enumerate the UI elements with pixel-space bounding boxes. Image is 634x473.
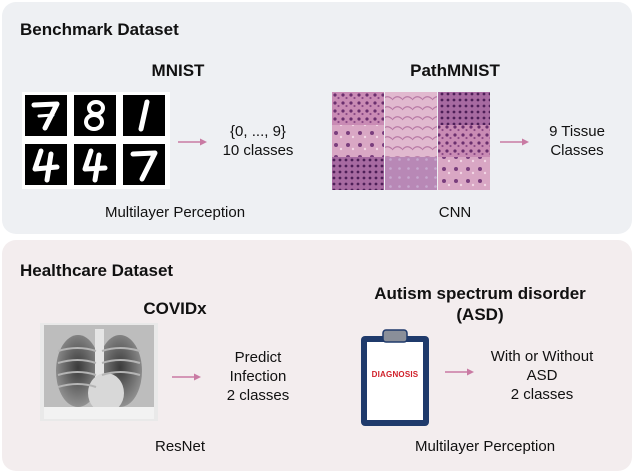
covidx-model-label: ResNet: [154, 438, 206, 455]
mnist-digit: [123, 144, 165, 185]
arrow-icon: [172, 373, 201, 381]
pathmnist-model-label: CNN: [438, 204, 472, 221]
covidx-title: COVIDx: [143, 299, 207, 318]
asd-title: Autism spectrum disorder (ASD): [374, 284, 586, 324]
pathmnist-title: PathMNIST: [410, 61, 500, 80]
healthcare-title: Healthcare Dataset: [20, 261, 174, 280]
pathmnist-output: 9 Tissue Classes: [549, 123, 605, 159]
mnist-image-grid: [22, 92, 170, 189]
asd-model-label: Multilayer Perception: [414, 438, 556, 455]
arrow-icon: [500, 138, 529, 146]
clipboard-icon: DIAGNOSIS: [358, 328, 432, 428]
arrow-icon: [178, 138, 207, 146]
mnist-digit: [74, 95, 116, 136]
mnist-digit: [25, 95, 67, 136]
mnist-title: MNIST: [151, 61, 205, 80]
arrow-icon: [445, 368, 474, 376]
mnist-digit: [123, 95, 165, 136]
pathmnist-image-grid: [332, 92, 490, 190]
benchmark-title: Benchmark Dataset: [20, 20, 179, 39]
xray-image: [40, 323, 158, 421]
mnist-digit: [25, 144, 67, 185]
clipboard-text: DIAGNOSIS: [371, 370, 419, 379]
covidx-output: Predict Infection 2 classes: [226, 349, 290, 404]
mnist-digit: [74, 144, 116, 185]
asd-output: With or Without ASD 2 classes: [490, 348, 594, 403]
mnist-model-label: Multilayer Perception: [104, 204, 246, 221]
mnist-output: {0, ..., 9} 10 classes: [222, 123, 294, 159]
